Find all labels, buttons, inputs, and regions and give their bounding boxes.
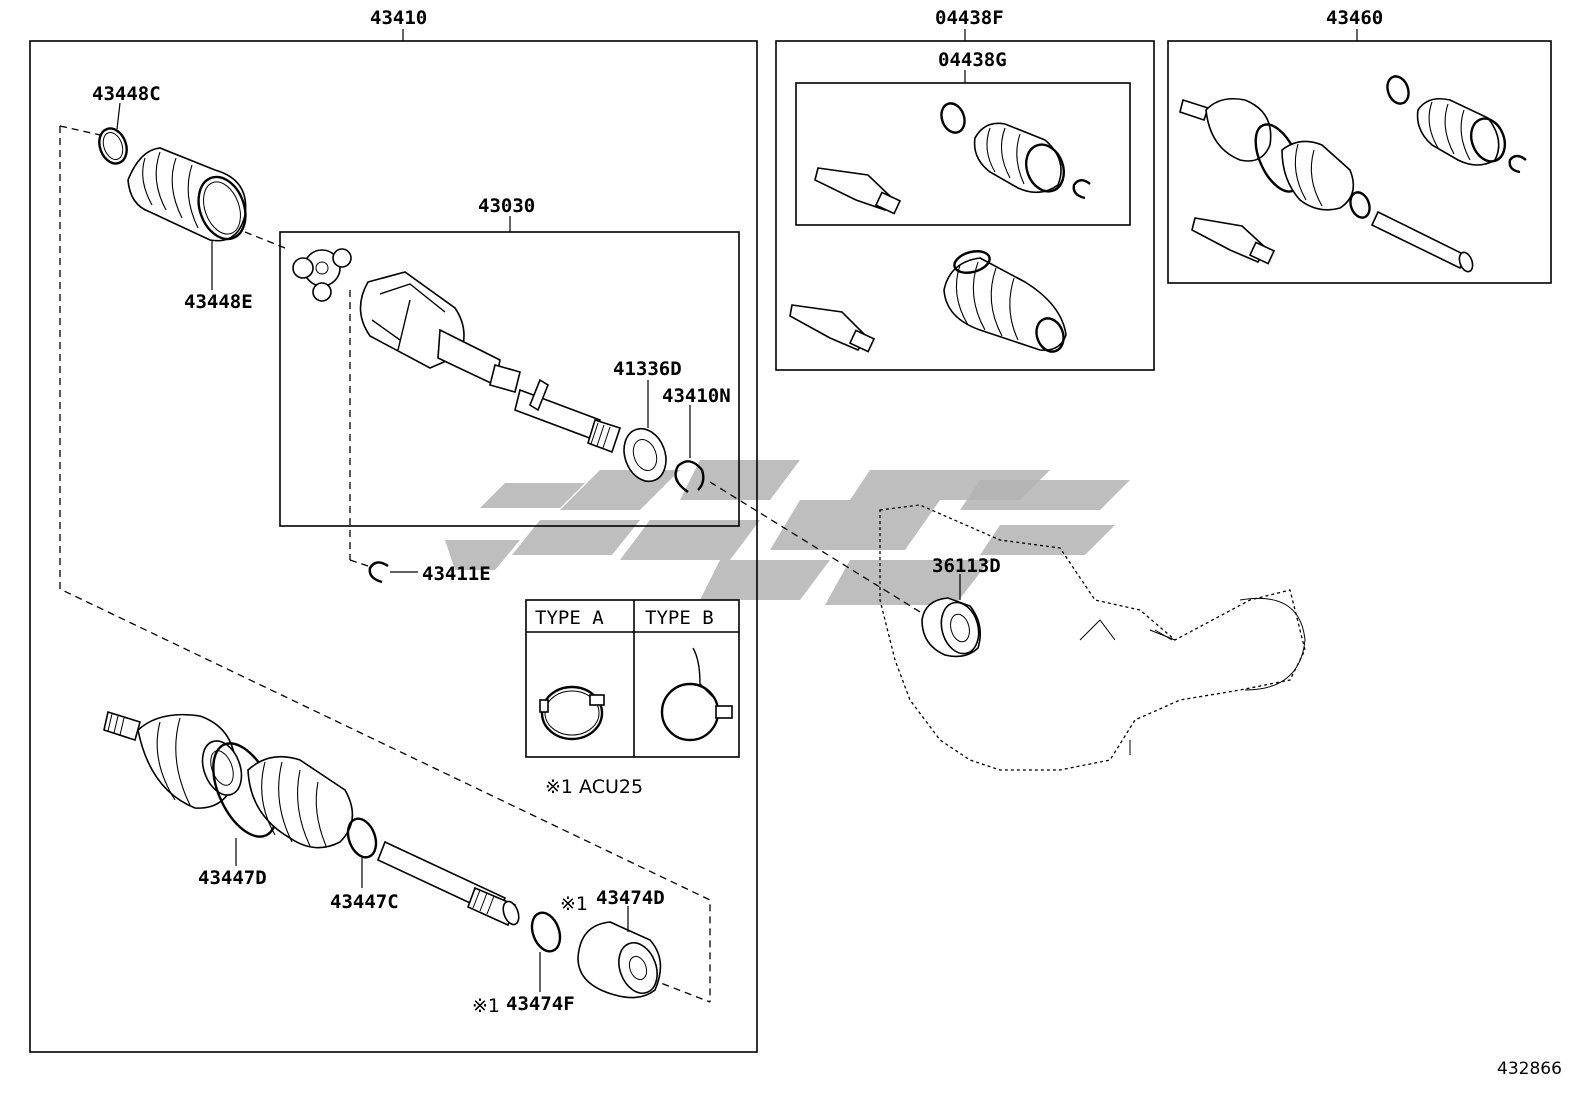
ref-mark-damper-weight: ※1	[560, 893, 588, 915]
outer-boot-part	[127, 147, 247, 290]
label-shaft-assembly: 43460	[1326, 7, 1383, 29]
snap-ring-inner-part	[674, 405, 705, 493]
inner-joint-box: 43030	[279, 195, 740, 527]
damper-clamp-part	[530, 911, 562, 992]
inner-joint-housing-part	[359, 271, 521, 393]
shaft-assembly-contents	[1179, 75, 1527, 273]
label-boot-kit-inner: 04438G	[938, 49, 1007, 71]
label-inner-boot: 43447D	[198, 867, 267, 889]
label-type-b: TYPE B	[645, 607, 714, 629]
watermark-logo	[445, 460, 1130, 605]
clamp-type-table: TYPE A TYPE B	[525, 599, 740, 758]
label-differential-oil-seal: 36113D	[932, 555, 1001, 577]
label-type-a: TYPE A	[535, 607, 604, 629]
label-snap-ring-shaft: 43411E	[422, 563, 491, 585]
label-dust-deflector: 41336D	[613, 358, 682, 380]
label-inner-clamp: 43447C	[330, 891, 399, 913]
label-outer-clamp: 43448C	[92, 83, 161, 105]
label-outer-boot: 43448E	[184, 291, 253, 313]
outer-clamp-part	[98, 102, 128, 165]
label-damper-weight: 43474D	[596, 887, 665, 909]
shaft-assembly-box: 43460	[1167, 7, 1552, 284]
link-to-differential	[709, 481, 926, 616]
boot-kit-outer-box: 04438F 04438G	[775, 7, 1155, 371]
footnote-acu25: ※1 ACU25	[545, 776, 643, 798]
snap-ring-shaft-part	[349, 290, 418, 584]
boot-kit-inner-contents	[814, 102, 1091, 215]
label-boot-kit-outer: 04438F	[935, 7, 1004, 29]
tripod-joint-part	[292, 248, 352, 302]
label-snap-ring-inner: 43410N	[662, 385, 731, 407]
label-damper-clamp: 43474F	[506, 993, 575, 1015]
ref-mark-damper-clamp: ※1	[472, 995, 500, 1017]
inner-shaft-part	[514, 378, 622, 454]
differential-oil-seal-part	[921, 574, 981, 658]
label-main-assembly: 43410	[370, 7, 427, 29]
main-assembly-box: 43410	[29, 7, 758, 1053]
dust-deflector-part	[623, 380, 667, 483]
damper-weight-part	[577, 906, 662, 999]
outer-shaft-assembly-part	[103, 710, 520, 927]
differential-housing-part	[879, 504, 1306, 771]
diagram-id: 432866	[1497, 1059, 1562, 1079]
label-inner-joint: 43030	[478, 195, 535, 217]
boot-kit-outer-contents	[789, 250, 1067, 353]
